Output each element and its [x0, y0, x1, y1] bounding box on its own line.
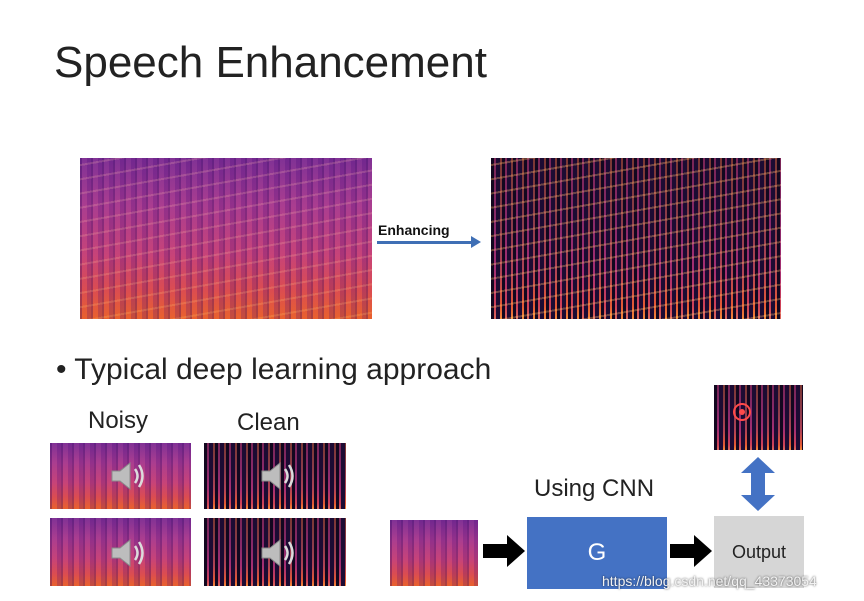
right-arrow-icon	[670, 535, 712, 567]
cnn-label: Using CNN	[534, 475, 655, 502]
clean-label: Clean	[237, 409, 300, 436]
slide-title: Speech Enhancement	[54, 38, 487, 87]
enhancing-arrow-line	[377, 241, 473, 244]
speaker-icon[interactable]	[258, 459, 298, 493]
watermark-text: https://blog.csdn.net/qq_43373054	[602, 573, 817, 589]
target-marker-icon	[733, 403, 751, 421]
right-arrow-icon	[483, 535, 525, 567]
bullet-text: • Typical deep learning approach	[56, 353, 492, 386]
double-arrow-icon	[741, 457, 775, 511]
noisy-spectrogram-1	[50, 443, 191, 509]
generator-box: G	[527, 517, 667, 589]
output-box: Output	[714, 516, 804, 588]
clean-spectrogram-large	[491, 158, 781, 319]
clean-spectrogram-2	[204, 518, 346, 586]
output-spectrogram	[714, 385, 803, 450]
noisy-spectrogram-2	[50, 518, 191, 586]
speaker-icon[interactable]	[258, 536, 298, 570]
speaker-icon[interactable]	[108, 459, 148, 493]
noisy-label: Noisy	[88, 407, 149, 434]
noisy-spectrogram-large	[80, 158, 372, 319]
enhancing-arrow-head	[471, 236, 481, 248]
input-spectrogram	[390, 520, 478, 586]
generator-label: G	[587, 539, 607, 566]
clean-spectrogram-1	[204, 443, 346, 509]
enhancing-label: Enhancing	[378, 222, 450, 238]
output-label: Output	[731, 541, 787, 562]
speaker-icon[interactable]	[108, 536, 148, 570]
